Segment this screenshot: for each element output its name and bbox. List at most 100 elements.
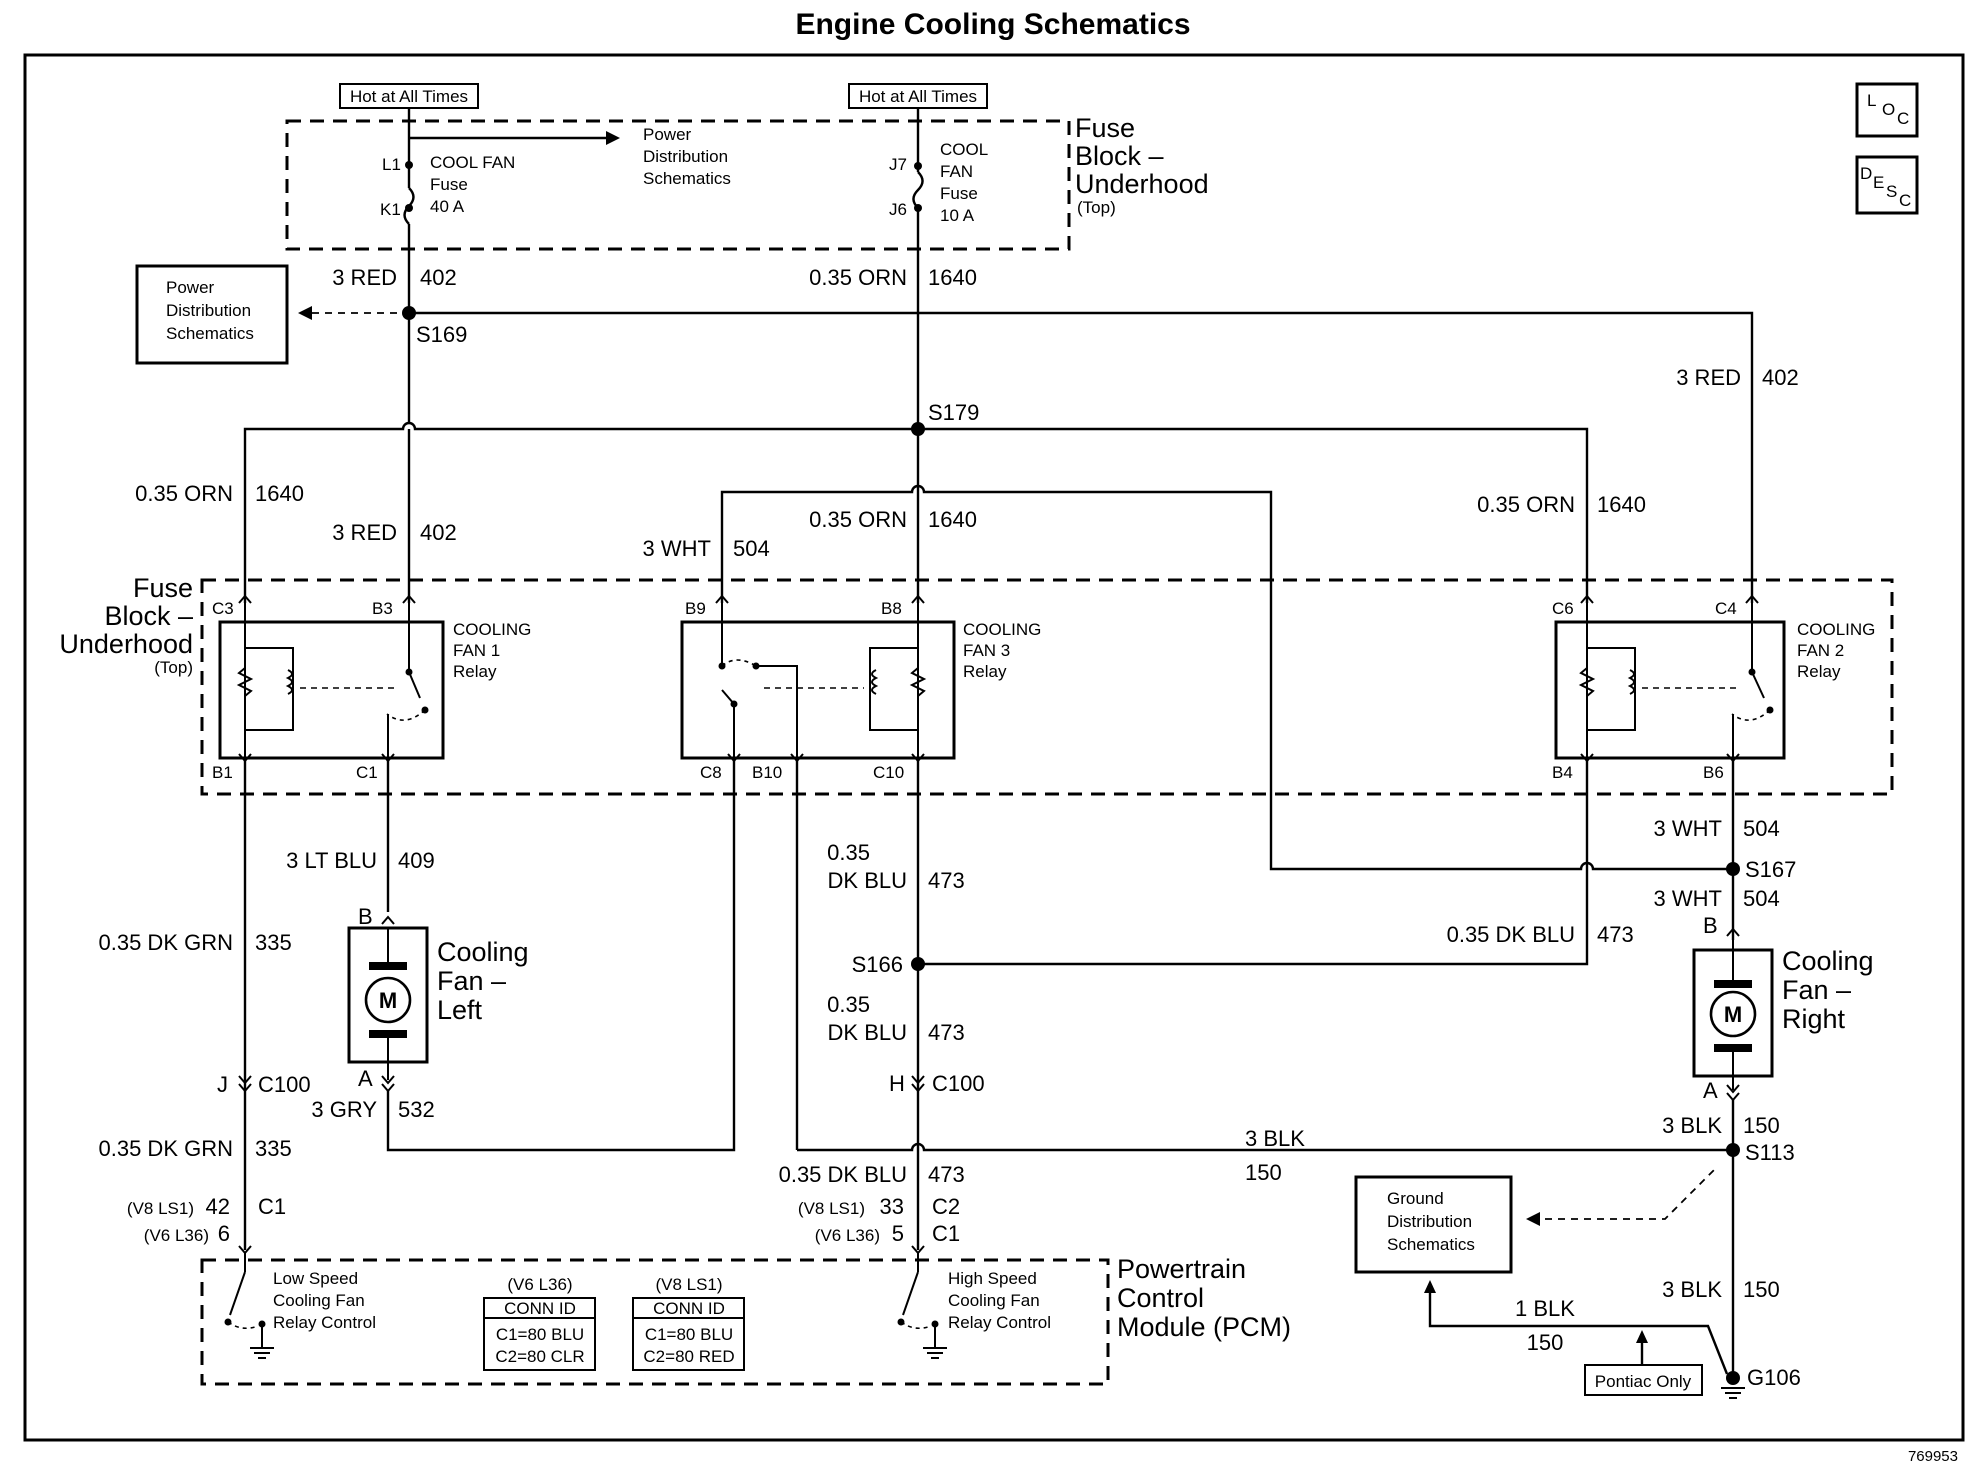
svg-text:Schematics: Schematics: [643, 169, 731, 188]
svg-text:Schematics: Schematics: [166, 324, 254, 343]
pcm-pin-right: (V8 LS1) 33 C2 (V6 L36) 5 C1: [798, 1194, 960, 1255]
svg-text:3 RED: 3 RED: [332, 520, 397, 545]
desc-icon[interactable]: D E S C: [1855, 155, 1919, 215]
svg-text:3 RED: 3 RED: [1676, 365, 1741, 390]
svg-text:E: E: [1873, 173, 1884, 192]
cooling-fan-left-motor: B M A Cooling Fan – Left: [347, 904, 529, 1093]
svg-text:COOLING: COOLING: [453, 620, 531, 639]
svg-text:(V8 LS1): (V8 LS1): [127, 1199, 194, 1218]
ground-distribution-reference[interactable]: Ground Distribution Schematics: [1354, 1175, 1513, 1274]
svg-text:3 LT BLU: 3 LT BLU: [286, 848, 377, 873]
svg-text:Relay Control: Relay Control: [273, 1313, 376, 1332]
wire-label-1640-a: 0.35 ORN 1640: [809, 265, 977, 290]
svg-text:Hot at All Times: Hot at All Times: [350, 87, 468, 106]
svg-text:504: 504: [1743, 816, 1780, 841]
figure-id: 769953: [1908, 1448, 1958, 1465]
hot-at-all-times-label-left: Hot at All Times: [339, 83, 479, 109]
svg-text:473: 473: [928, 1162, 965, 1187]
svg-text:COOL FAN: COOL FAN: [430, 153, 515, 172]
svg-text:C6: C6: [1552, 599, 1574, 618]
pcm-label: Powertrain Control Module (PCM): [1117, 1254, 1291, 1342]
wire-label-504-b: 3 WHT 504: [1654, 816, 1780, 841]
svg-text:FAN 2: FAN 2: [1797, 641, 1844, 660]
svg-text:High Speed: High Speed: [948, 1269, 1037, 1288]
svg-text:1640: 1640: [1597, 492, 1646, 517]
svg-text:Module (PCM): Module (PCM): [1117, 1312, 1291, 1342]
svg-text:0.35 ORN: 0.35 ORN: [135, 481, 233, 506]
low-speed-relay-control: Low Speed Cooling Fan Relay Control: [224, 1253, 376, 1359]
svg-text:150: 150: [1743, 1113, 1780, 1138]
svg-text:B: B: [358, 904, 373, 929]
wire-label-402-c: 3 RED 402: [1676, 365, 1799, 390]
svg-text:335: 335: [255, 1136, 292, 1161]
svg-text:B: B: [1703, 913, 1718, 938]
wire-label-150-b: 3 BLK 150: [1662, 1113, 1780, 1138]
svg-text:B9: B9: [685, 599, 706, 618]
svg-text:S113: S113: [1745, 1140, 1795, 1165]
svg-text:(Top): (Top): [1077, 198, 1116, 217]
svg-text:J6: J6: [889, 200, 907, 219]
svg-text:C2=80 RED: C2=80 RED: [643, 1347, 734, 1366]
svg-text:C1: C1: [932, 1221, 960, 1246]
svg-text:532: 532: [398, 1097, 435, 1122]
svg-text:Low Speed: Low Speed: [273, 1269, 358, 1288]
wire-label-532: 3 GRY 532: [311, 1097, 434, 1122]
fuse-block-mid-label: Fuse Block – Underhood (Top): [59, 573, 193, 677]
svg-text:COOL: COOL: [940, 140, 988, 159]
svg-text:Cooling Fan: Cooling Fan: [273, 1291, 365, 1310]
svg-text:0.35: 0.35: [827, 840, 870, 865]
svg-text:C100: C100: [932, 1071, 985, 1096]
svg-text:Left: Left: [437, 995, 483, 1025]
svg-text:150: 150: [1245, 1160, 1282, 1185]
svg-text:COOLING: COOLING: [963, 620, 1041, 639]
wire-label-504-a: 3 WHT 504: [643, 536, 770, 561]
wire-label-335-b: 0.35 DK GRN 335: [99, 1136, 292, 1161]
svg-text:473: 473: [928, 1020, 965, 1045]
svg-text:Pontiac Only: Pontiac Only: [1595, 1372, 1692, 1391]
svg-text:B3: B3: [372, 599, 393, 618]
svg-text:Control: Control: [1117, 1283, 1204, 1313]
power-distribution-reference-box[interactable]: Power Distribution Schematics: [135, 264, 289, 365]
svg-text:3 GRY: 3 GRY: [311, 1097, 377, 1122]
svg-text:Cooling: Cooling: [1782, 946, 1874, 976]
svg-text:Fuse: Fuse: [1075, 113, 1135, 143]
svg-text:(Top): (Top): [154, 658, 193, 677]
svg-text:40 A: 40 A: [430, 197, 465, 216]
svg-text:Relay: Relay: [1797, 662, 1841, 681]
svg-text:C: C: [1897, 109, 1909, 128]
svg-text:A: A: [1703, 1078, 1718, 1103]
wire-label-1640-c: 0.35 ORN 1640: [1477, 492, 1646, 517]
wire-label-1640-d: 0.35 ORN 1640: [809, 507, 977, 532]
svg-text:Fan –: Fan –: [437, 966, 506, 996]
svg-text:M: M: [1724, 1002, 1742, 1027]
loc-icon[interactable]: L O C: [1855, 82, 1919, 138]
svg-text:Underhood: Underhood: [1075, 169, 1209, 199]
svg-text:504: 504: [733, 536, 770, 561]
svg-text:150: 150: [1743, 1277, 1780, 1302]
svg-text:Distribution: Distribution: [166, 301, 251, 320]
wire-label-402-b: 3 RED 402: [332, 520, 457, 545]
svg-text:O: O: [1882, 100, 1895, 119]
svg-text:Ground: Ground: [1387, 1189, 1444, 1208]
svg-text:42: 42: [206, 1194, 230, 1219]
svg-text:0.35 ORN: 0.35 ORN: [809, 507, 907, 532]
svg-text:DK BLU: DK BLU: [828, 868, 907, 893]
connector-c100-right: H C100: [889, 1071, 985, 1096]
svg-text:3 BLK: 3 BLK: [1662, 1113, 1722, 1138]
svg-text:3 WHT: 3 WHT: [1654, 886, 1722, 911]
svg-text:DK BLU: DK BLU: [828, 1020, 907, 1045]
svg-text:Distribution: Distribution: [643, 147, 728, 166]
svg-text:Relay Control: Relay Control: [948, 1313, 1051, 1332]
svg-text:CONN ID: CONN ID: [653, 1299, 725, 1318]
power-distribution-reference-top[interactable]: Power Distribution Schematics: [643, 125, 731, 188]
svg-text:0.35 DK BLU: 0.35 DK BLU: [1447, 922, 1575, 947]
svg-text:33: 33: [880, 1194, 904, 1219]
svg-text:C1=80 BLU: C1=80 BLU: [496, 1325, 584, 1344]
pcm-pin-left: (V8 LS1) 42 (V6 L36) 6 C1: [127, 1194, 286, 1255]
svg-text:B10: B10: [752, 763, 782, 782]
svg-text:B8: B8: [881, 599, 902, 618]
svg-text:0.35 ORN: 0.35 ORN: [809, 265, 907, 290]
wire-label-473-c: 0.35 DK BLU 473: [1447, 922, 1634, 947]
hot-at-all-times-label-right: Hot at All Times: [848, 83, 988, 109]
wire-label-150-c: 3 BLK 150: [1662, 1277, 1780, 1302]
